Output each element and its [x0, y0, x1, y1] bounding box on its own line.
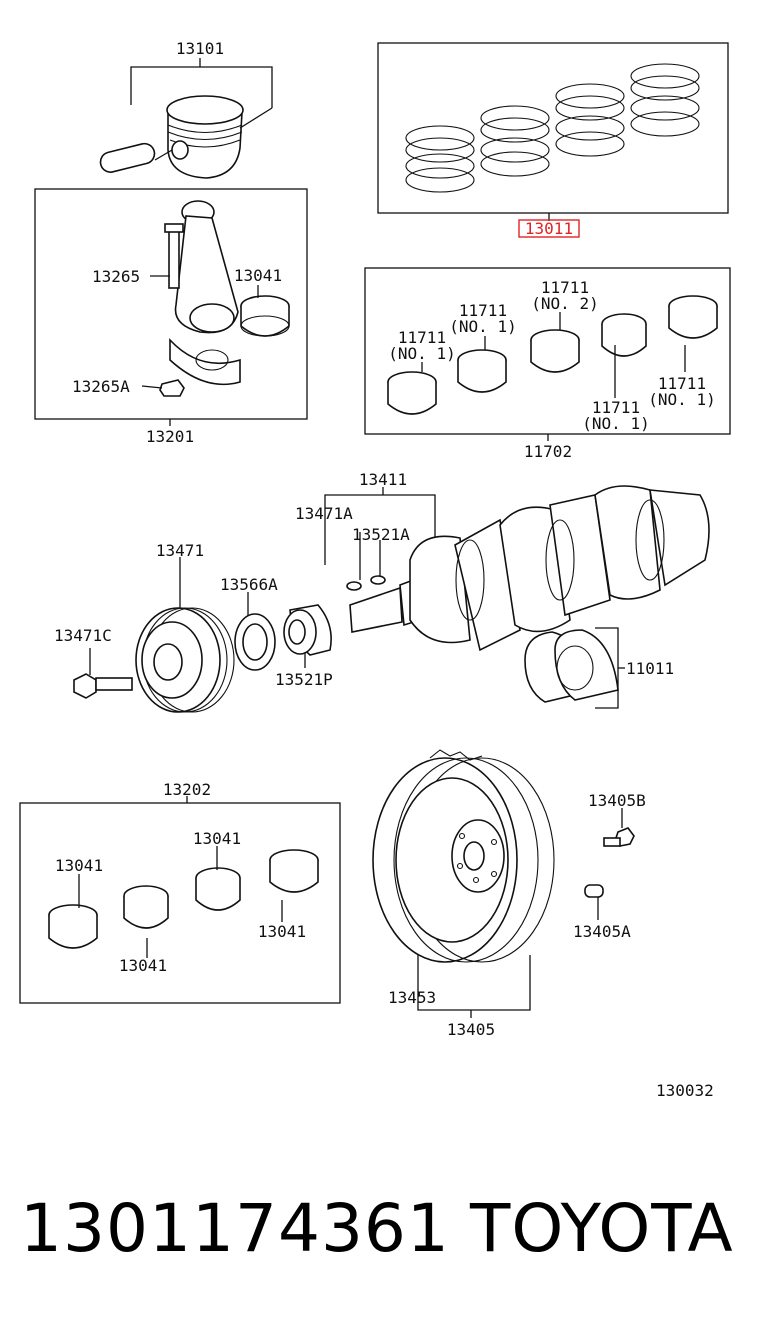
- footer: 1301174361 TOYOTA: [0, 1190, 760, 1280]
- label-13521P: 13521P: [275, 670, 333, 689]
- piston-pin-icon: [99, 142, 156, 173]
- figure-number: 130032: [656, 1081, 714, 1100]
- piston-group: 13101: [99, 39, 273, 179]
- connecting-rod-group: 13265 13041 13265A 13201: [34, 188, 308, 446]
- flywheel-icon: [372, 749, 555, 963]
- oil-seal-icon: [234, 613, 276, 671]
- main-bearing-icon: [530, 329, 580, 373]
- pulley-group: 13471 13566A 13471C 13521P: [54, 541, 333, 713]
- dowel-pin-icon: [584, 884, 604, 898]
- label-13453: 13453: [388, 988, 436, 1007]
- crankshaft-pulley-icon: [135, 607, 235, 713]
- label-11702: 11702: [524, 442, 572, 461]
- rod-bearings-group: 13202 13041 13041 13041 13041: [19, 780, 341, 1004]
- thrust-washer-group: 11011: [524, 627, 674, 709]
- main-bearing-icon: [387, 371, 437, 415]
- label-13411: 13411: [359, 470, 407, 489]
- rod-bearings-box: [19, 802, 341, 1004]
- label-13041-d: 13041: [258, 922, 306, 941]
- label-11711-e: 11711: [658, 374, 706, 393]
- main-bearing-icon: [457, 349, 507, 393]
- label-13011: 13011: [525, 219, 573, 238]
- label-13265: 13265: [92, 267, 140, 286]
- part-number: 1301174361: [20, 1190, 450, 1267]
- woodruff-key-icon: [370, 575, 386, 585]
- label-13041-b: 13041: [55, 856, 103, 875]
- crankshaft-icon: [349, 485, 710, 652]
- label-13405: 13405: [447, 1020, 495, 1039]
- flywheel-group: 13405B 13405A 13453 13405: [372, 749, 646, 1039]
- label-no1-b: (NO. 1): [449, 317, 516, 336]
- woodruff-key-icon: [346, 581, 362, 591]
- label-13201: 13201: [146, 427, 194, 446]
- timing-gear-icon: [283, 604, 332, 656]
- piston-rings-group: 13011: [377, 42, 729, 238]
- thrust-washer-icon: [524, 629, 619, 703]
- label-13101: 13101: [176, 39, 224, 58]
- label-13566A: 13566A: [220, 575, 278, 594]
- label-no1-e: (NO. 1): [648, 390, 715, 409]
- label-no1-a: (NO. 1): [388, 344, 455, 363]
- main-bearing-icon: [601, 313, 647, 357]
- label-11711-b: 11711: [459, 301, 507, 320]
- label-11711-d: 11711: [592, 398, 640, 417]
- ring-set-icon: [630, 63, 700, 137]
- flywheel-bolt-icon: [603, 827, 635, 847]
- pulley-bolt-icon: [73, 673, 133, 699]
- main-bearing-icon: [668, 295, 718, 339]
- label-11011: 11011: [626, 659, 674, 678]
- main-bearings-group: 11711 (NO. 1) 11711 (NO. 1) 11711 (NO. 2…: [364, 267, 731, 461]
- ring-set-icon: [555, 83, 625, 157]
- label-13405B: 13405B: [588, 791, 646, 810]
- label-11711-c: 11711: [541, 278, 589, 297]
- brand-name: TOYOTA: [470, 1190, 734, 1267]
- label-13265A: 13265A: [72, 377, 130, 396]
- label-no2-c: (NO. 2): [531, 294, 598, 313]
- label-13041: 13041: [234, 266, 282, 285]
- label-13471A: 13471A: [295, 504, 353, 523]
- label-13202: 13202: [163, 780, 211, 799]
- rod-bearing-icon: [48, 904, 98, 949]
- label-13521A: 13521A: [352, 525, 410, 544]
- rod-bearing-icon: [240, 295, 290, 337]
- rod-bearing-icon: [269, 849, 319, 893]
- label-13471C: 13471C: [54, 626, 112, 645]
- piston-icon: [154, 95, 273, 179]
- label-no1-d: (NO. 1): [582, 414, 649, 433]
- ring-set-icon: [480, 105, 550, 177]
- rod-nut-icon: [159, 379, 185, 397]
- highlight-box-13011: [518, 219, 580, 238]
- connecting-rod-icon: [169, 200, 241, 386]
- ring-set-icon: [405, 125, 475, 193]
- rod-bolt-icon: [164, 223, 184, 289]
- label-13471: 13471: [156, 541, 204, 560]
- connecting-rod-box: [34, 188, 308, 420]
- crankshaft-group: 13411 13471A 13521A: [295, 470, 710, 652]
- piston-rings-box: [377, 42, 729, 214]
- label-13405A: 13405A: [573, 922, 631, 941]
- rod-bearing-icon: [195, 867, 241, 911]
- rod-bearing-icon: [123, 885, 169, 929]
- label-11711-a: 11711: [398, 328, 446, 347]
- label-13041-c: 13041: [193, 829, 241, 848]
- label-13041-e: 13041: [119, 956, 167, 975]
